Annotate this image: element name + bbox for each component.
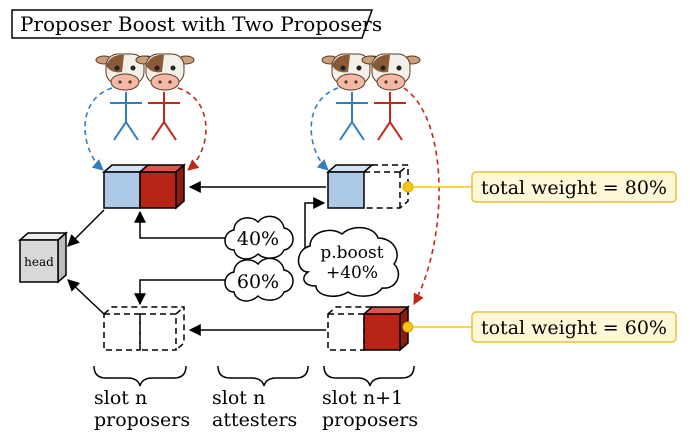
- block-slot-n-empty-bottom: [103, 306, 185, 351]
- cloud-icon: [297, 226, 400, 298]
- stick-figure-icon: [148, 92, 180, 141]
- block-slot-n1-empty-top: [364, 164, 409, 209]
- attest-arrow-60: [134, 279, 226, 306]
- slot-n1-proposers-line1: slot n+1: [322, 387, 403, 409]
- cloud-boost-line1: p.boost: [320, 243, 383, 263]
- block-slot-n1-blue: [326, 164, 374, 209]
- brace-slot-n1-proposers: [323, 365, 415, 387]
- cloud-icon: [224, 257, 294, 302]
- slot-n-attesters-line2: attesters: [212, 409, 297, 431]
- block-slot-n-red: [138, 163, 186, 210]
- cloud-60: 60%: [224, 257, 294, 302]
- attest-arrow-40: [134, 210, 226, 239]
- stick-figure-icon: [336, 92, 368, 141]
- proposer-arrow-blue-2: [310, 87, 339, 171]
- arrow-n-bottom-to-head: [67, 279, 105, 315]
- head-block: head: [18, 231, 68, 284]
- weight-note-top: total weight = 80%: [471, 171, 677, 203]
- cloud-40-label: 40%: [237, 228, 279, 250]
- weight-bottom-text: total weight = 60%: [481, 317, 667, 339]
- anchor-dot-bottom: [402, 321, 414, 333]
- proposer-arrow-red-2: [403, 87, 440, 305]
- cow-icon: [361, 53, 421, 91]
- title-text: Proposer Boost with Two Proposers: [20, 12, 382, 36]
- brace-slot-n-attesters: [217, 365, 309, 387]
- cloud-boost-line2: +40%: [326, 263, 378, 283]
- stick-figure-icon: [374, 92, 406, 141]
- weight-top-text: total weight = 80%: [481, 177, 667, 199]
- anchor-dot-top: [402, 181, 414, 193]
- proposer-arrow-red: [177, 87, 207, 171]
- slot-n1-proposers-line2: proposers: [322, 409, 418, 431]
- arrow-n-top-to-head: [67, 209, 105, 247]
- proposer-arrow-blue: [84, 87, 113, 171]
- head-label: head: [24, 255, 54, 269]
- brace-slot-n-proposers: [93, 365, 187, 387]
- cloud-60-label: 60%: [237, 271, 279, 293]
- block-slot-n1-red: [362, 305, 410, 352]
- slot-n-attesters-line1: slot n: [212, 387, 265, 409]
- slot-n-proposers-line2: proposers: [94, 409, 190, 431]
- cloud-icon: [224, 215, 294, 260]
- block-slot-n-blue: [102, 164, 150, 209]
- title-banner: Proposer Boost with Two Proposers: [11, 9, 382, 39]
- boost-arrow: [304, 197, 326, 258]
- cloud-40: 40%: [224, 215, 294, 260]
- cow-icon: [135, 53, 195, 91]
- cloud-boost: p.boost +40%: [297, 226, 400, 298]
- slot-n-proposers-line1: slot n: [94, 387, 147, 409]
- stick-figure-icon: [110, 92, 142, 141]
- weight-note-bottom: total weight = 60%: [471, 311, 677, 343]
